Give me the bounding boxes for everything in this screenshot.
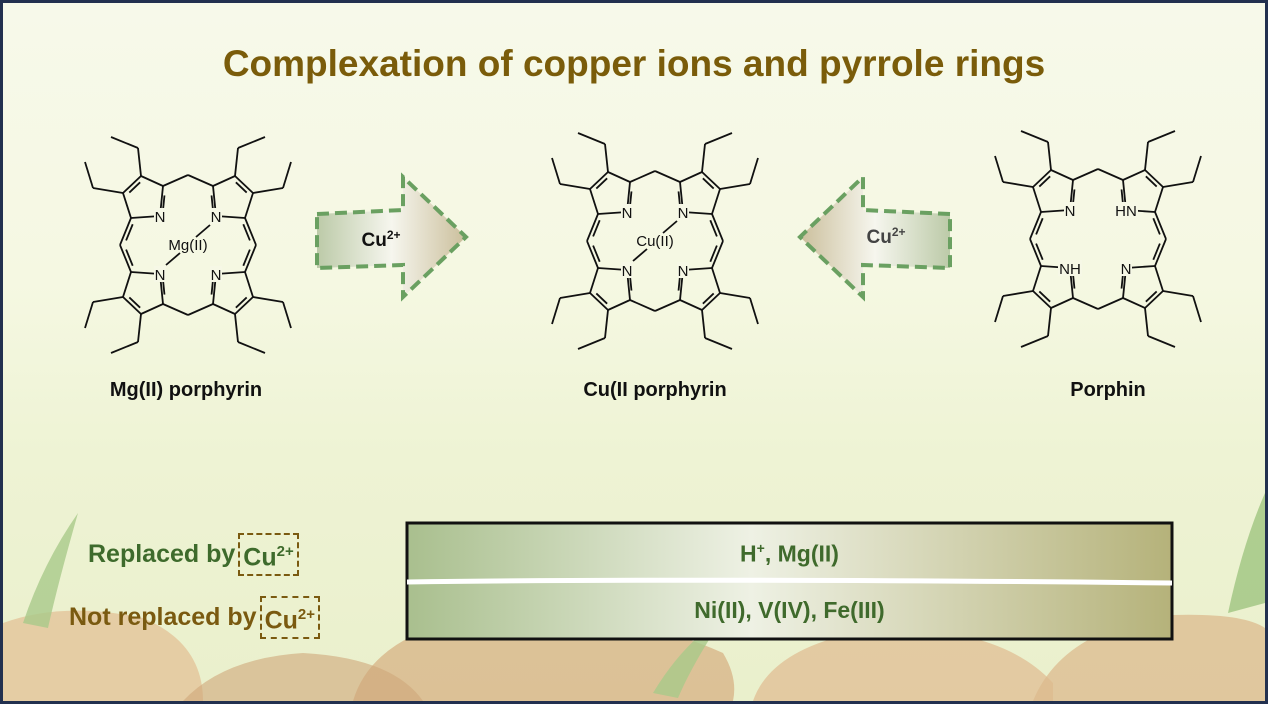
nitrogen-atom-label: N [211, 267, 222, 284]
nitrogen-atom-label: N [622, 263, 633, 280]
metal-center-label: Mg(II) [168, 237, 207, 254]
nitrogen-atom-label: NH [1059, 261, 1081, 278]
caption-mg-porphyrin: Mg(II) porphyrin [109, 379, 263, 401]
replacement-table [405, 521, 1174, 641]
nitrogen-atom-label: HN [1115, 203, 1137, 220]
metal-center-label: Cu(II) [636, 233, 674, 250]
porphyrin-structure: N N N NMg(II) [84, 136, 292, 354]
nitrogen-atom-label: N [678, 263, 689, 280]
nitrogen-atom-label: N [211, 209, 222, 226]
caption-porphin: Porphin [1070, 379, 1146, 401]
arrow-right [315, 172, 469, 302]
nitrogen-atom-label: N [155, 209, 166, 226]
cell-not-replaced-ions: Ni(II), V(IV), Fe(III) [694, 597, 885, 623]
row-label-replaced: Replaced by Cu2+ [88, 533, 299, 577]
arrow-left [797, 172, 952, 302]
arrow-right-label: Cu2+ [361, 227, 401, 252]
cell-replaced-ions: H+, Mg(II) [740, 540, 839, 567]
nitrogen-atom-label: N [678, 205, 689, 222]
row-label-not-replaced: Not replaced by Cu2+ [69, 596, 320, 640]
nitrogen-atom-label: N [622, 205, 633, 222]
page-title: Complexation of copper ions and pyrrole … [222, 43, 1046, 84]
caption-cu-porphyrin: Cu(II porphyrin [583, 379, 727, 401]
nitrogen-atom-label: N [1121, 261, 1132, 278]
nitrogen-atom-label: N [1065, 203, 1076, 220]
nitrogen-atom-label: N [155, 267, 166, 284]
porphyrin-structure: N N N NCu(II) [551, 132, 759, 350]
arrow-left-label: Cu2+ [866, 224, 906, 249]
